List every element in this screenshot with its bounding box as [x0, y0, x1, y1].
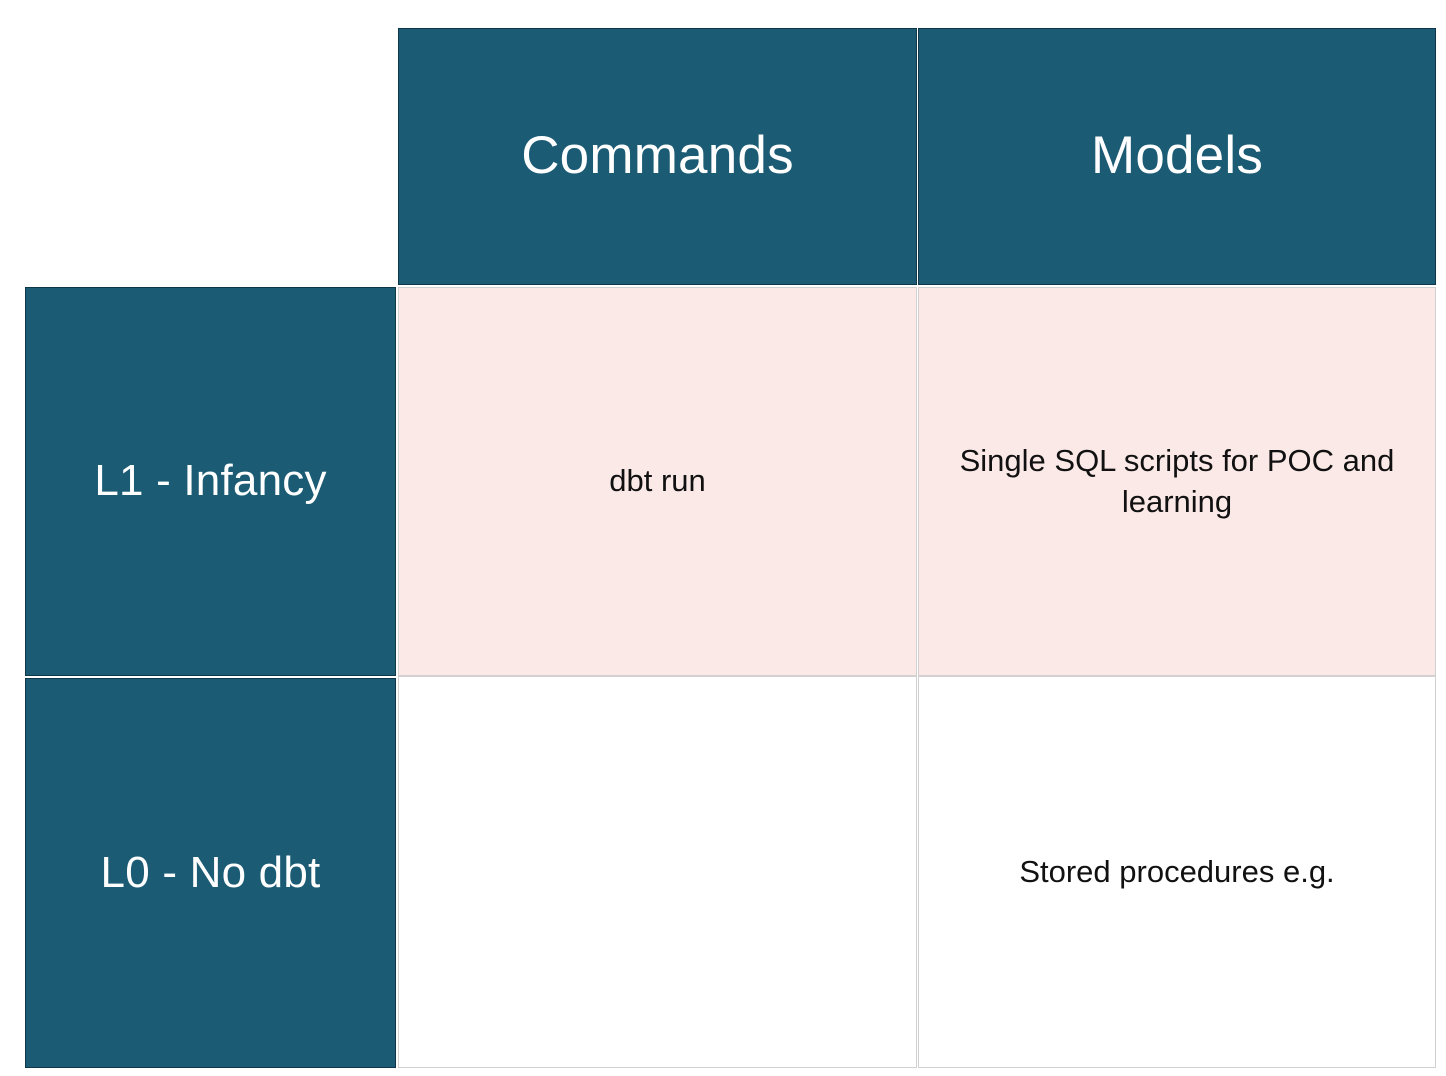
row-header-l1-infancy-label: L1 - Infancy [94, 456, 327, 506]
cell-l0-commands [398, 676, 917, 1068]
cell-l1-commands-text: dbt run [609, 463, 706, 499]
column-header-commands-label: Commands [521, 126, 794, 186]
cell-l0-models: Stored procedures e.g. [918, 676, 1436, 1068]
row-header-l1-infancy: L1 - Infancy [25, 287, 396, 676]
column-header-models-label: Models [1090, 126, 1264, 186]
row-header-l0-no-dbt-label: L0 - No dbt [100, 847, 321, 897]
row-header-l0-no-dbt: L0 - No dbt [25, 678, 396, 1068]
cell-l1-models: Single SQL scripts for POC and learning [918, 287, 1436, 676]
matrix-corner-cell [25, 28, 396, 285]
column-header-models: Models [918, 28, 1436, 285]
cell-l0-models-text: Stored procedures e.g. [1019, 853, 1335, 889]
cell-l1-commands: dbt run [398, 287, 917, 676]
column-header-commands: Commands [398, 28, 917, 285]
cell-l1-models-text: Single SQL scripts for POC and learning [959, 442, 1395, 519]
